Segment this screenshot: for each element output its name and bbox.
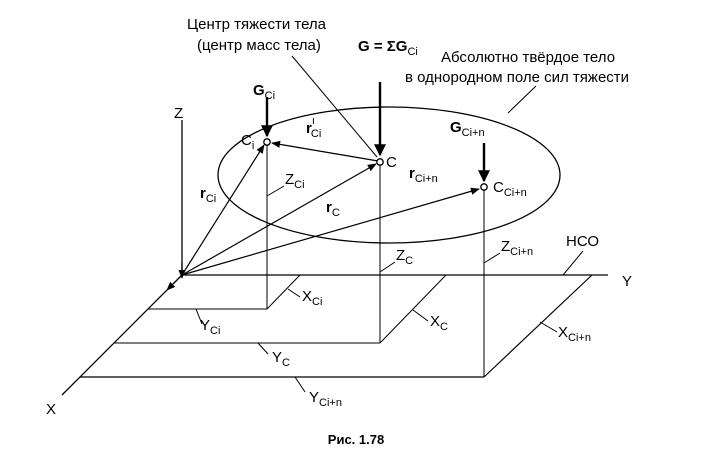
leader-x-c bbox=[412, 309, 429, 322]
label-z-cin: ZCi+n bbox=[501, 238, 533, 258]
leader-z-cin bbox=[483, 252, 501, 264]
label-g-ci: GCi bbox=[253, 82, 275, 102]
label-z-c: ZC bbox=[396, 247, 413, 267]
label-rigid-body-line2: в однородном поле сил тяжести bbox=[405, 69, 629, 86]
leader-center-of-gravity bbox=[291, 55, 378, 158]
y-ci-main: Y bbox=[200, 317, 210, 334]
label-r-c: rC bbox=[326, 199, 340, 219]
rigid-body-ellipse bbox=[217, 106, 561, 244]
point-ci-main: C bbox=[241, 132, 252, 149]
r-ci-main: r bbox=[200, 185, 206, 202]
x-axis bbox=[61, 274, 183, 396]
leader-z-ci bbox=[266, 185, 285, 197]
leader-z-c bbox=[379, 261, 396, 273]
g-ci-main: G bbox=[253, 82, 265, 99]
label-x-c: XC bbox=[430, 313, 448, 333]
r-prime-ci-sub: Ci bbox=[311, 128, 321, 140]
leader-y-c bbox=[257, 342, 269, 355]
r-cin-sub: Ci+n bbox=[415, 173, 438, 185]
label-frame: НСО bbox=[566, 233, 599, 250]
z-cin-main: Z bbox=[501, 238, 510, 255]
label-axis-z: Z bbox=[174, 105, 183, 122]
y-c-main: Y bbox=[272, 349, 282, 366]
proj-ci-x bbox=[266, 274, 301, 310]
label-g-cin: GCi+n bbox=[450, 119, 485, 139]
r-c-main: r bbox=[326, 199, 332, 216]
label-center-of-gravity-line1: Центр тяжести тела bbox=[187, 16, 327, 33]
r-prime-ci-main: r bbox=[306, 120, 312, 137]
label-x-cin: XCi+n bbox=[558, 324, 591, 344]
x-ci-main: X bbox=[302, 288, 312, 305]
vector-r-c bbox=[181, 163, 377, 276]
label-y-c: YC bbox=[272, 349, 290, 369]
point-cin-marker bbox=[480, 183, 488, 191]
label-point-cin: CCi+n bbox=[493, 179, 527, 199]
r-ci-sub: Ci bbox=[206, 193, 216, 205]
label-z-ci: ZCi bbox=[285, 171, 305, 191]
leader-rigid-body bbox=[507, 85, 537, 114]
label-axis-x: X bbox=[46, 401, 56, 418]
y-cin-sub: Ci+n bbox=[319, 397, 342, 409]
x-cin-main: X bbox=[558, 324, 568, 341]
leader-y-ci bbox=[195, 308, 203, 325]
r-prime-ci-sup: ı bbox=[312, 115, 315, 127]
vector-r-ci bbox=[181, 144, 265, 276]
leader-y-cin bbox=[294, 376, 306, 393]
figure-caption: Рис. 1.78 bbox=[328, 432, 384, 447]
x-c-main: X bbox=[430, 313, 440, 330]
point-ci-sub: i bbox=[252, 140, 254, 152]
label-total-force: G = ΣGCi bbox=[358, 38, 418, 58]
leader-x-cin bbox=[539, 321, 558, 333]
y-c-sub: C bbox=[282, 357, 290, 369]
y-cin-main: Y bbox=[309, 389, 319, 406]
z-ci-main: Z bbox=[285, 171, 294, 188]
g-cin-main: G bbox=[450, 119, 462, 136]
r-cin-main: r bbox=[409, 165, 415, 182]
x-axis-arrow bbox=[166, 274, 183, 291]
label-r-cin: rCi+n bbox=[409, 165, 438, 185]
leader-x-ci bbox=[287, 288, 301, 298]
label-x-ci: XCi bbox=[302, 288, 322, 308]
label-center-of-gravity-line2: (центр масс тела) bbox=[197, 37, 321, 54]
proj-c-x bbox=[379, 274, 447, 344]
total-force-eq: = ΣG bbox=[370, 38, 408, 55]
leader-frame bbox=[562, 250, 584, 276]
vector-r-prime-ci bbox=[271, 140, 379, 162]
label-axis-y: Y bbox=[622, 273, 632, 290]
label-point-ci: Ci bbox=[241, 132, 254, 152]
label-r-ci: rCi bbox=[200, 185, 216, 205]
x-ci-sub: Ci bbox=[312, 296, 322, 308]
x-c-sub: C bbox=[440, 321, 448, 333]
z-cin-sub: Ci+n bbox=[510, 246, 533, 258]
point-c-marker bbox=[376, 158, 384, 166]
label-y-ci: YCi bbox=[200, 317, 220, 337]
total-force-g: G bbox=[358, 38, 370, 55]
y-ci-sub: Ci bbox=[210, 325, 220, 337]
label-y-cin: YCi+n bbox=[309, 389, 342, 409]
point-cin-sub: Ci+n bbox=[504, 187, 527, 199]
point-ci-marker bbox=[263, 138, 271, 146]
label-point-c: C bbox=[386, 154, 397, 171]
z-c-sub: C bbox=[405, 255, 413, 267]
z-ci-sub: Ci bbox=[294, 179, 304, 191]
g-ci-sub: Ci bbox=[265, 90, 275, 102]
point-cin-main: C bbox=[493, 179, 504, 196]
r-c-sub: C bbox=[332, 207, 340, 219]
z-c-main: Z bbox=[396, 247, 405, 264]
label-rigid-body-line1: Абсолютно твёрдое тело bbox=[441, 49, 615, 66]
vector-r-cin bbox=[181, 187, 480, 276]
total-force-sub: Ci bbox=[407, 46, 417, 58]
x-cin-sub: Ci+n bbox=[568, 332, 591, 344]
g-cin-sub: Ci+n bbox=[462, 127, 485, 139]
plane-right-edge bbox=[483, 274, 593, 378]
